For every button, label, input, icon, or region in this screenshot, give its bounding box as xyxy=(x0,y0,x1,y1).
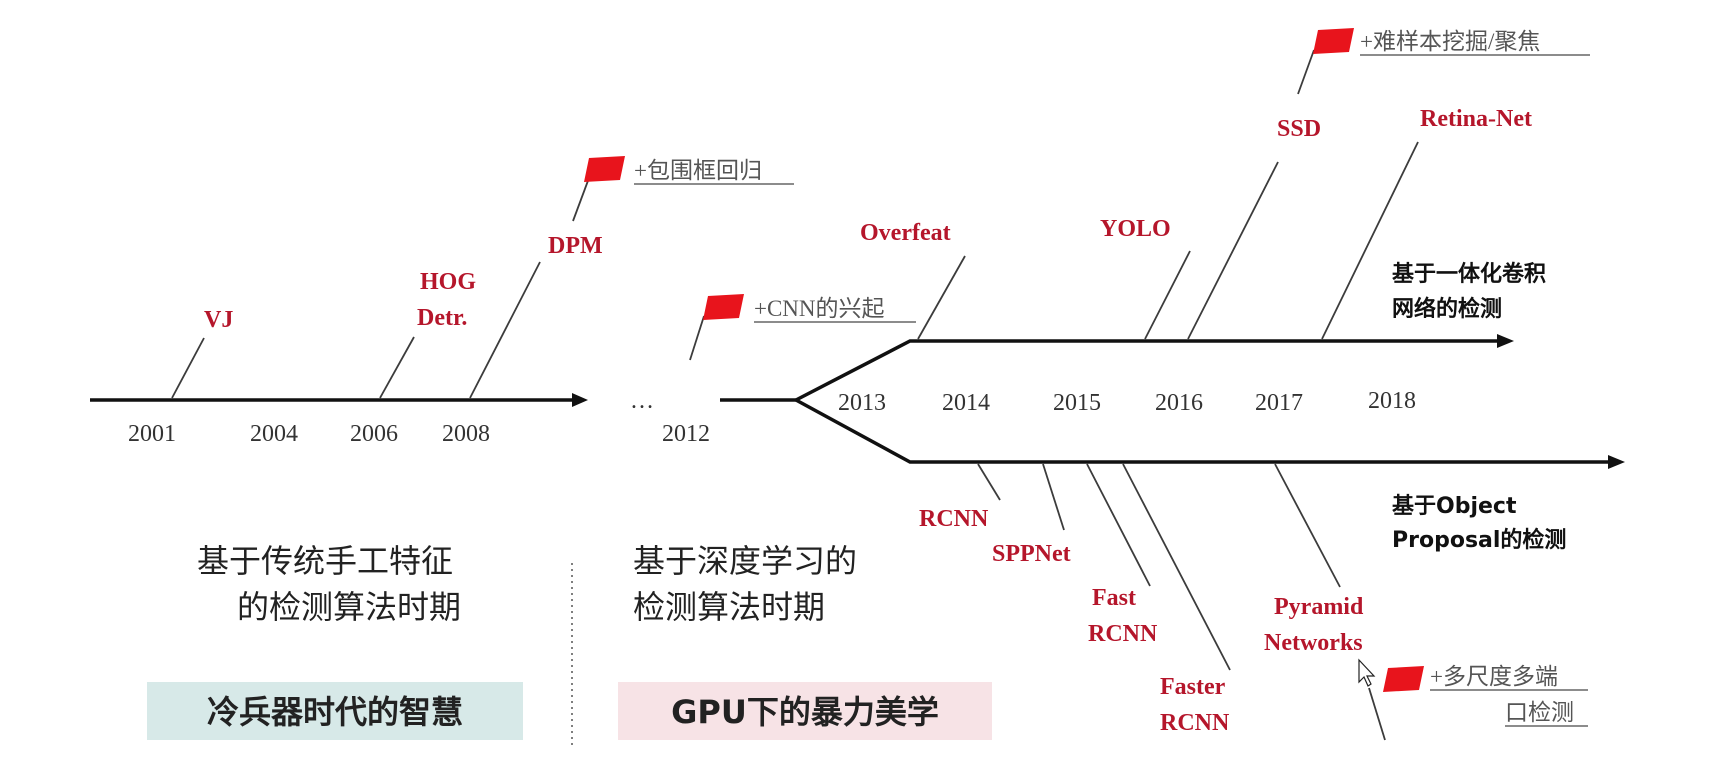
branch-two-stage-line1: 基于Object xyxy=(1392,494,1517,519)
axis-two-stage-branch xyxy=(795,398,1610,464)
flag-icon-multiscale xyxy=(1383,666,1424,692)
leader-ssd-flag xyxy=(1297,49,1315,95)
axis-two-stage-arrowhead xyxy=(1608,455,1625,469)
year-label-2013: 2013 xyxy=(838,390,886,416)
leader-hog xyxy=(379,336,415,399)
axis-one-stage-arrowhead xyxy=(1497,334,1514,348)
leader-sppnet xyxy=(1042,463,1065,531)
method-pyramid-line2: Networks xyxy=(1264,630,1363,656)
leader-fast-rcnn xyxy=(1086,463,1151,587)
leader-ssd xyxy=(1187,161,1279,340)
badge-deep-bg xyxy=(618,682,992,740)
year-label-2015: 2015 xyxy=(1053,390,1101,416)
method-sppnet: SPPNet xyxy=(992,541,1071,567)
badge-traditional-label: 冷兵器时代的智慧 xyxy=(207,693,463,731)
note-multiscale-line1: +多尺度多端 xyxy=(1430,664,1558,689)
leader-retina xyxy=(1321,141,1419,340)
method-faster-line2: RCNN xyxy=(1160,710,1230,736)
method-ssd: SSD xyxy=(1277,116,1321,142)
axis-traditional-arrowhead xyxy=(572,393,588,407)
year-label-2004: 2004 xyxy=(250,421,298,447)
axis-one-stage-branch xyxy=(795,339,1500,402)
badge-deep-label: GPU下的暴力美学 xyxy=(671,693,939,731)
leader-cnn-flag xyxy=(689,315,705,361)
method-retina: Retina-Net xyxy=(1420,106,1532,132)
leader-pyramid xyxy=(1274,463,1341,588)
method-vj: VJ xyxy=(204,307,233,333)
era-traditional-line2: 的检测算法时期 xyxy=(237,588,461,626)
method-yolo: YOLO xyxy=(1100,216,1171,242)
year-label-2014: 2014 xyxy=(942,390,990,416)
year-label-2006: 2006 xyxy=(350,421,398,447)
year-label-2001: 2001 xyxy=(128,421,176,447)
era-deep-line2: 检测算法时期 xyxy=(633,588,825,626)
leader-dpm xyxy=(469,261,541,399)
note-hard-mining: +难样本挖掘/聚焦 xyxy=(1360,29,1540,54)
leader-pyramid-flag xyxy=(1368,687,1386,741)
method-fast-line2: RCNN xyxy=(1088,621,1158,647)
flag-icon-hard-mining xyxy=(1313,28,1354,54)
leader-vj xyxy=(171,337,205,399)
method-pyramid-line1: Pyramid xyxy=(1274,594,1364,620)
leader-dpm-flag xyxy=(572,177,590,222)
note-bbox-regression: +包围框回归 xyxy=(634,158,762,183)
leader-overfeat xyxy=(917,255,966,340)
year-label-2018: 2018 xyxy=(1368,388,1416,414)
method-faster-line1: Faster xyxy=(1160,674,1226,700)
method-fast-line1: Fast xyxy=(1092,585,1136,611)
leader-yolo xyxy=(1144,250,1191,340)
year-label-2016: 2016 xyxy=(1155,390,1203,416)
year-label-2017: 2017 xyxy=(1255,390,1303,416)
leader-rcnn xyxy=(977,463,1001,501)
era-traditional-line1: 基于传统手工特征 xyxy=(197,542,453,580)
badge-traditional-bg xyxy=(147,682,523,740)
leader-faster-rcnn xyxy=(1122,463,1231,671)
ellipsis: … xyxy=(630,388,654,414)
branch-two-stage-line2: Proposal的检测 xyxy=(1392,527,1566,553)
method-hog-line2: Detr. xyxy=(417,305,467,331)
method-dpm: DPM xyxy=(548,233,603,259)
flag-icon-bbox xyxy=(584,156,625,182)
method-hog-line1: HOG xyxy=(420,269,476,295)
method-overfeat: Overfeat xyxy=(860,220,951,246)
branch-one-stage-line1: 基于一体化卷积 xyxy=(1392,261,1546,287)
note-cnn-rise: +CNN的兴起 xyxy=(754,296,885,321)
year-label-2012: 2012 xyxy=(662,421,710,447)
year-label-2008: 2008 xyxy=(442,421,490,447)
branch-one-stage-line2: 网络的检测 xyxy=(1392,296,1502,322)
note-multiscale-line2: 口检测 xyxy=(1505,700,1574,725)
era-deep-line1: 基于深度学习的 xyxy=(633,542,857,580)
flag-icon-cnn xyxy=(703,294,744,320)
method-rcnn: RCNN xyxy=(919,506,989,532)
mouse-cursor-icon xyxy=(1358,658,1376,687)
